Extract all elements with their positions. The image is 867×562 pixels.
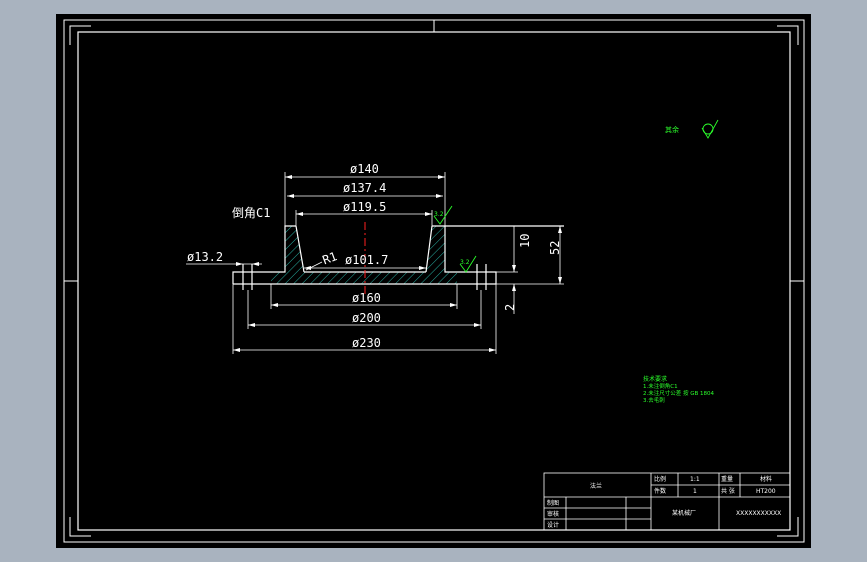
tb-drawing-no: 某机械厂	[672, 509, 696, 517]
tb-material-label: 材料	[760, 475, 772, 483]
tb-drawn-label: 制图	[547, 499, 559, 507]
hatch-base	[271, 272, 457, 284]
dim-d230: ø230	[352, 336, 381, 350]
tb-qty-value: 1	[693, 488, 697, 495]
tech-note-2: 2.未注尺寸公差 按 GB 1804	[643, 389, 715, 397]
part-section	[232, 222, 564, 296]
dim-d101-7: ø101.7	[345, 253, 388, 267]
dim-d13-2: ø13.2	[187, 250, 223, 264]
hatch-left-wall	[285, 226, 304, 272]
dim-d137-4: ø137.4	[343, 181, 386, 195]
dim-r1: R1	[321, 249, 339, 267]
tb-checked-label: 审核	[547, 510, 559, 518]
tb-qty-label: 件数	[654, 487, 666, 495]
tb-material-value: HT200	[756, 488, 776, 495]
dim-d140: ø140	[350, 162, 379, 176]
dim-d160: ø160	[352, 291, 381, 305]
dim-d119-5: ø119.5	[343, 200, 386, 214]
roughness-other-label: 其余	[665, 125, 679, 134]
tb-scale-label: 比例	[654, 475, 666, 483]
tech-note-title: 技术要求	[643, 375, 667, 383]
tech-note-3: 3.去毛刺	[643, 396, 665, 404]
tb-sheet-label: 共 张	[721, 487, 735, 495]
title-block	[543, 472, 791, 531]
roughness-value-top: 3.2	[434, 211, 444, 218]
tech-note-1: 1.未注倒角C1	[643, 382, 678, 390]
tb-scale-value: 1:1	[690, 476, 700, 483]
roughness-value-inner: 3.2	[460, 259, 470, 266]
dim-h2: 2	[503, 304, 517, 311]
dimension-lines	[186, 172, 564, 354]
dim-d200: ø200	[352, 311, 381, 325]
tb-part-name: 法兰	[590, 482, 602, 490]
tech-notes: 技术要求 1.未注倒角C1 2.未注尺寸公差 按 GB 1804 3.去毛刺	[643, 375, 715, 404]
tb-weight-label: 重量	[721, 475, 733, 483]
tb-design-label: 设计	[547, 521, 559, 529]
corner-marks	[64, 20, 804, 537]
dim-h10: 10	[518, 234, 532, 248]
chamfer-note: 倒角C1	[232, 206, 270, 220]
arrowheads	[233, 175, 562, 352]
roughness-symbols	[433, 119, 719, 273]
dim-h52: 52	[548, 241, 562, 255]
tb-school: XXXXXXXXXXX	[736, 510, 781, 517]
